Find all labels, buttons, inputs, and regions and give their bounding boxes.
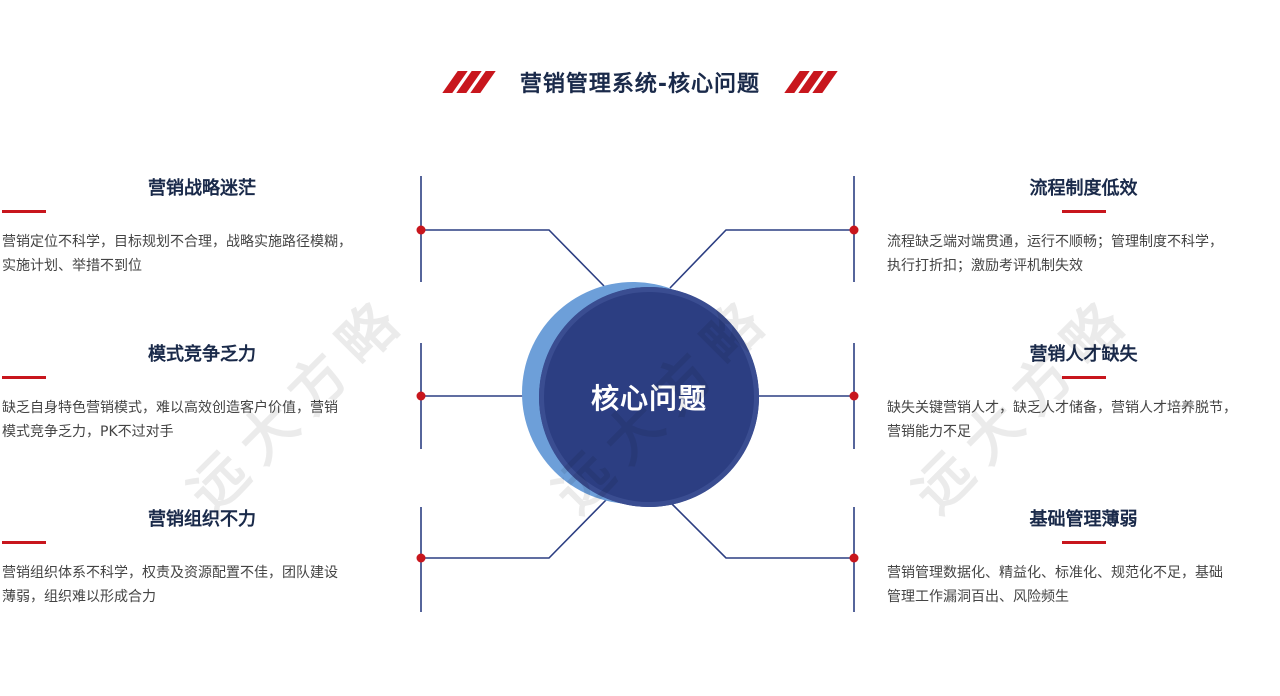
left-card-strategy: 营销战略迷茫 营销定位不科学，目标规划不合理，战略实施路径模糊， 实施计划、举措…	[2, 174, 402, 278]
card-description: 营销管理数据化、精益化、标准化、规范化不足，基础 管理工作漏洞百出、风险频生	[887, 561, 1280, 609]
card-desc-line: 营销定位不科学，目标规划不合理，战略实施路径模糊，	[2, 234, 352, 250]
card-desc-line: 管理工作漏洞百出、风险频生	[887, 589, 1069, 605]
center-circle: 核心问题	[539, 287, 759, 507]
title-bar: 营销管理系统-核心问题	[0, 62, 1280, 102]
card-description: 营销定位不科学，目标规划不合理，战略实施路径模糊， 实施计划、举措不到位	[2, 230, 402, 278]
card-title: 营销战略迷茫	[148, 178, 256, 199]
left-dot-3	[416, 553, 426, 563]
right-card-process: 流程制度低效 流程缺乏端对端贯通，运行不顺畅；管理制度不科学， 执行打折扣；激励…	[887, 174, 1280, 278]
left-card-organization: 营销组织不力 营销组织体系不科学，权责及资源配置不佳，团队建设 薄弱，组织难以形…	[2, 505, 402, 609]
left-connector-3	[421, 499, 607, 559]
card-divider	[1061, 376, 1106, 379]
left-card-model: 模式竞争乏力 缺乏自身特色营销模式，难以高效创造客户价值，营销 模式竞争乏力，P…	[2, 340, 402, 444]
page-title: 营销管理系统-核心问题	[519, 72, 761, 97]
right-dot-2	[849, 391, 859, 401]
card-desc-line: 模式竞争乏力，PK不过对手	[2, 424, 174, 440]
card-divider	[1061, 210, 1106, 213]
card-title: 营销人才缺失	[1029, 344, 1138, 365]
card-desc-line: 营销组织体系不科学，权责及资源配置不佳，团队建设	[2, 565, 338, 581]
card-desc-line: 缺失关键营销人才，缺乏人才储备，营销人才培养脱节，	[887, 400, 1237, 416]
left-connector-1	[421, 229, 605, 287]
card-title: 模式竞争乏力	[148, 344, 256, 365]
card-title: 流程制度低效	[1029, 178, 1138, 199]
card-desc-line: 实施计划、举措不到位	[2, 258, 142, 274]
card-divider	[2, 210, 46, 213]
card-description: 缺失关键营销人才，缺乏人才储备，营销人才培养脱节， 营销能力不足	[887, 396, 1280, 444]
card-divider	[1061, 541, 1106, 544]
card-desc-line: 缺乏自身特色营销模式，难以高效创造客户价值，营销	[2, 400, 338, 416]
card-description: 营销组织体系不科学，权责及资源配置不佳，团队建设 薄弱，组织难以形成合力	[2, 561, 402, 609]
right-card-talent: 营销人才缺失 缺失关键营销人才，缺乏人才储备，营销人才培养脱节， 营销能力不足	[887, 340, 1280, 444]
card-description: 缺乏自身特色营销模式，难以高效创造客户价值，营销 模式竞争乏力，PK不过对手	[2, 396, 402, 444]
left-dot-1	[416, 225, 426, 235]
card-desc-line: 执行打折扣；激励考评机制失效	[887, 258, 1083, 274]
right-dot-3	[849, 553, 859, 563]
right-connector-1	[669, 229, 854, 289]
card-divider	[2, 376, 46, 379]
right-card-foundation: 基础管理薄弱 营销管理数据化、精益化、标准化、规范化不足，基础 管理工作漏洞百出…	[887, 505, 1280, 609]
card-desc-line: 营销管理数据化、精益化、标准化、规范化不足，基础	[887, 565, 1223, 581]
left-dot-2	[416, 391, 426, 401]
card-desc-line: 营销能力不足	[887, 424, 971, 440]
card-description: 流程缺乏端对端贯通，运行不顺畅；管理制度不科学， 执行打折扣；激励考评机制失效	[887, 230, 1280, 278]
right-connector-3	[671, 503, 854, 559]
card-divider	[2, 541, 46, 544]
card-title: 营销组织不力	[148, 509, 256, 530]
center-label: 核心问题	[590, 382, 707, 415]
card-desc-line: 流程缺乏端对端贯通，运行不顺畅；管理制度不科学，	[887, 234, 1223, 250]
right-dot-1	[849, 225, 859, 235]
card-desc-line: 薄弱，组织难以形成合力	[2, 589, 156, 605]
card-title: 基础管理薄弱	[1029, 509, 1138, 530]
